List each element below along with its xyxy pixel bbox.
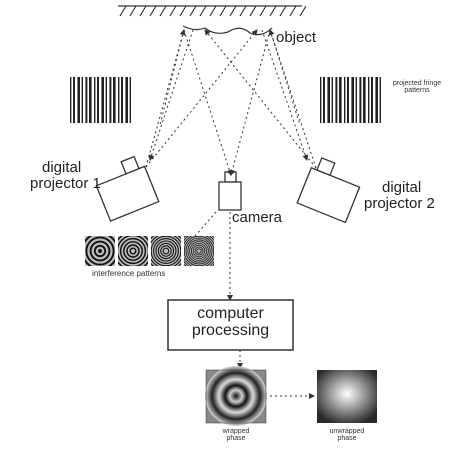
object-surface	[118, 5, 307, 36]
unwrapped-phase-line1: unwrapped	[329, 428, 365, 435]
projector-1-label-line2: projector 1	[30, 174, 101, 192]
interference-patterns	[85, 236, 214, 266]
wrapped-phase-label: wrapped phase	[206, 428, 266, 443]
computer-processing-line1: computer	[197, 305, 264, 322]
light-rays	[145, 29, 317, 399]
computer-processing-box	[167, 299, 294, 351]
projector-2-label-line2: projector 2	[364, 194, 435, 212]
computer-processing-line2: processing	[191, 321, 270, 339]
computer-processing-label: computer processing	[168, 305, 293, 340]
projected-fringe-patterns-label: projected fringe patterns	[392, 80, 442, 95]
projector-2-label-line1: digital	[382, 179, 422, 196]
object-label: object	[276, 29, 317, 46]
wrapped-phase-line2: phase	[226, 435, 246, 443]
camera-icon	[218, 171, 242, 211]
projector-2-icon	[296, 157, 361, 224]
unwrapped-phase-line2: phase	[337, 435, 357, 443]
projector-1-icon	[95, 155, 160, 222]
projector-1-label: digital projector 1	[30, 160, 101, 192]
wrapped-phase-line1: wrapped	[222, 428, 250, 435]
unwrapped-phase-image	[317, 370, 377, 423]
wrapped-phase-image	[205, 366, 267, 426]
interference-patterns-label: interference patterns	[92, 269, 166, 278]
fringe-pattern-left	[70, 77, 131, 123]
projector-2-label: digital projector 2	[364, 180, 435, 212]
unwrapped-phase-label: unwrapped phase	[317, 428, 377, 443]
camera-label: camera	[232, 209, 283, 226]
fringe-pattern-right	[320, 77, 381, 123]
projector-1-label-line1: digital	[42, 159, 82, 176]
